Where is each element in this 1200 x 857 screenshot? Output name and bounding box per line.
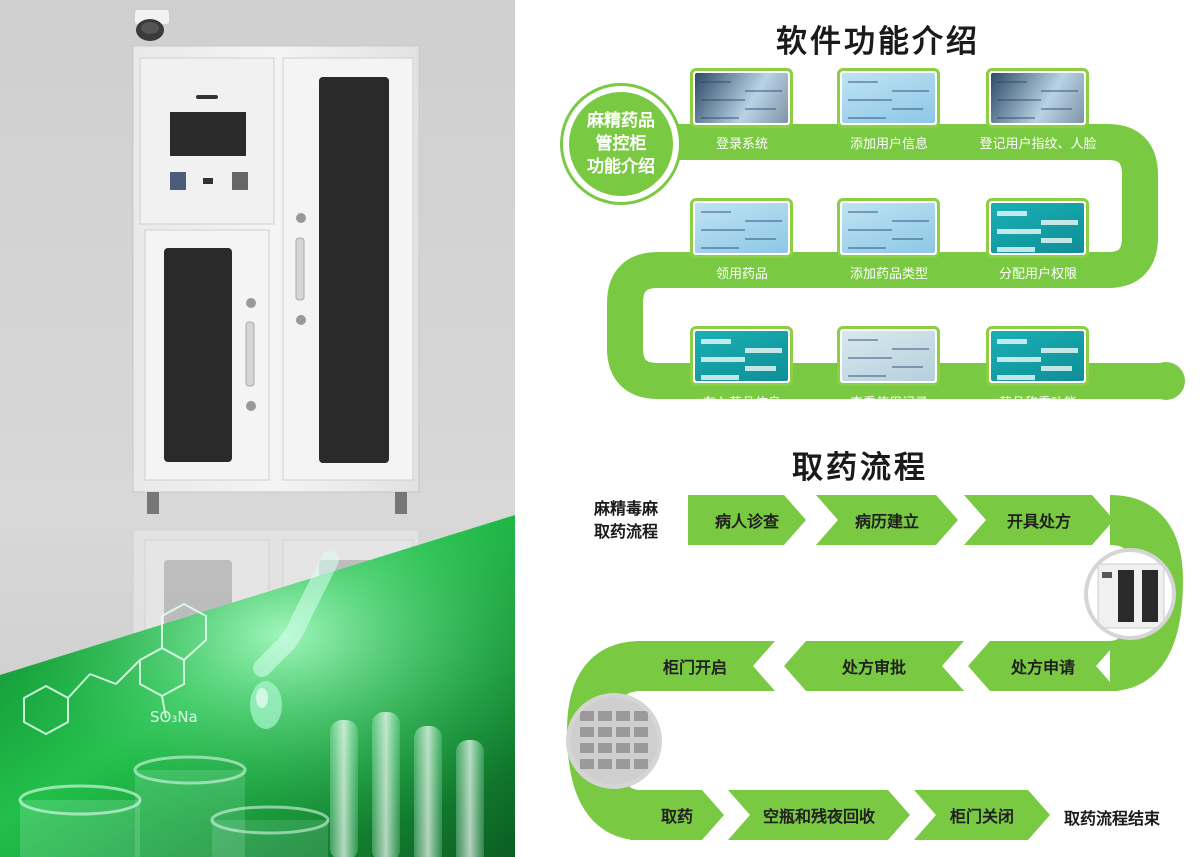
feature-thumbnail [690,326,793,386]
step-bottle-recycling: 空瓶和残夜回收 [728,790,910,840]
badge-line-1: 麻精药品 [587,110,655,131]
product-photo-panel: SO₃Na [0,0,515,857]
feature-thumbnail [690,68,793,128]
step-prescription-request: 处方申请 [968,641,1118,691]
badge-line-2: 管控柜 [595,133,647,154]
track-end-dot [1147,362,1185,400]
side-label-line-1: 麻精毒麻 [594,499,659,518]
feature-label: 登记用户指纹、人脸 [979,137,1097,152]
cabinet-photo [1084,548,1176,640]
step-door-open: 柜门开启 [615,641,775,691]
feature-thumbnail [986,68,1089,128]
feature-thumbnail [986,326,1089,386]
feature-thumbnail [837,326,940,386]
feature-label: 存入药品信息 [702,396,782,411]
feature-label: 添加用户信息 [849,137,929,152]
sulfonate-label: SO₃Na [150,708,198,726]
step-door-close: 柜门关闭 [914,790,1050,840]
dome-camera [135,10,169,41]
laboratory-image: SO₃Na [0,515,515,857]
step-medical-record: 病历建立 [816,495,958,545]
feature-label: 添加药品类型 [849,267,929,282]
feature-label: 登录系统 [715,137,769,152]
step-prescribe: 开具处方 [964,495,1114,545]
screen-preview [695,73,788,123]
step-patient-diagnosis: 病人诊查 [688,495,806,545]
screen-preview [695,331,788,381]
screen-preview [991,203,1084,253]
test-tubes-graphic [18,712,484,857]
badge-line-3: 功能介绍 [587,156,655,177]
process-section-title: 取药流程 [792,450,928,486]
screen-preview [842,331,935,381]
screen-preview [991,331,1084,381]
feature-thumbnail [986,198,1089,258]
drawer-photo [566,693,662,789]
feature-label: 分配用户权限 [998,267,1078,282]
feature-thumbnail [837,198,940,258]
feature-label: 查看使用记录 [849,396,929,411]
dropper-graphic [250,551,339,729]
feature-thumbnail [837,68,940,128]
feature-label: 药品称重功能 [998,396,1078,411]
screen-preview [991,73,1084,123]
process-end-label: 取药流程结束 [1064,809,1161,828]
side-label-line-2: 取药流程 [594,522,659,541]
cabinet-illustration: SO₃Na [0,10,515,857]
process-side-label: 麻精毒麻 取药流程 [594,497,658,543]
cabinet-body [132,45,420,514]
software-section-title: 软件功能介绍 [776,24,980,60]
step-prescription-approval: 处方审批 [784,641,964,691]
step-take-medicine: 取药 [630,790,724,840]
feature-intro-badge: 麻精药品 管控柜 功能介绍 [563,86,679,202]
feature-thumbnail [690,198,793,258]
screen-preview [695,203,788,253]
feature-label: 领用药品 [715,267,769,282]
screen-preview [842,203,935,253]
screen-preview [842,73,935,123]
chemical-structure-graphic [23,602,207,736]
